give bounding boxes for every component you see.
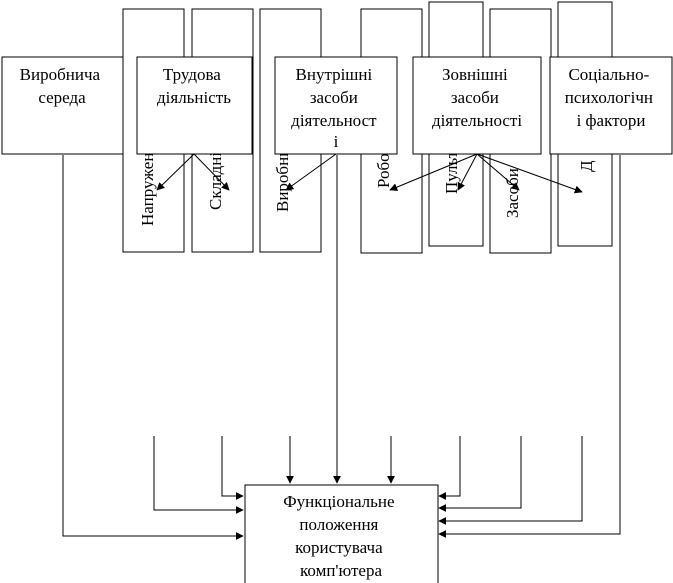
sotsialno-line-1: Соціально- — [568, 65, 649, 84]
vnutrishni-line-4: і — [334, 132, 339, 151]
vyrobnycha-sereda-line-2: середа — [38, 88, 86, 107]
zovnishni-line-2: засоби — [451, 88, 499, 107]
connector-zasoby — [438, 436, 522, 512]
svg-text:Функціональне положення: Функціональне положення користувача комп… — [283, 492, 399, 580]
arrow-trudova-to-skladnist — [193, 153, 230, 191]
zovnishni-line-3: діятельності — [432, 111, 522, 130]
column-label-pult: Пульт — [442, 150, 461, 194]
svg-text:Виробнича середа: Виробнича середа — [20, 65, 105, 107]
bottom-box-line-1: Функціональне — [283, 492, 394, 511]
fanout-arrows — [156, 153, 583, 194]
connector-skladnist — [221, 436, 244, 500]
arrow-zovnishni-to-robochi — [389, 153, 478, 191]
zovnishni-line-1: Зовнішні — [442, 65, 508, 84]
top-box-zovnishni-zasoby: Зовнішні засоби діятельності — [412, 56, 542, 155]
connector-napruzhenist — [153, 436, 244, 514]
bottom-box-funktsionalne-polozhennia: Функціональне положення користувача комп… — [244, 484, 439, 583]
connector-lines — [62, 155, 621, 540]
vnutrishni-line-3: діятельност — [291, 111, 377, 130]
vnutrishni-line-1: Внутрішні — [296, 65, 373, 84]
bottom-box-line-3: користувача — [295, 538, 383, 557]
arrow-vnutrishni-to-vyrobnychi — [285, 153, 337, 191]
connector-dodatkovi — [438, 436, 583, 525]
sotsialno-line-2: психологічн — [565, 88, 653, 107]
svg-text:Зовнішні засоби ді: Зовнішні засоби діятельності — [432, 65, 522, 130]
top-box-trudova-diialnist: Трудова діяльність — [136, 56, 253, 155]
arrow-zovnishni-to-pult — [457, 153, 478, 191]
column-label-dodatkovi: Д — [577, 160, 596, 172]
svg-text:Соціально- психологічн: Соціально- психологічн і фактори — [565, 65, 657, 130]
vyrobnycha-sereda-line-1: Виробнича — [20, 65, 101, 84]
bottom-box-line-4: комп'ютера — [300, 561, 382, 580]
svg-text:Трудова діяльність: Трудова діяльність — [157, 65, 231, 107]
top-box-vnutrishni-zasoby: Внутрішні засоби діятельност і — [274, 56, 398, 155]
connector-vyrobnycha-sereda — [62, 155, 244, 540]
top-box-sotsialno-psykholohichni: Соціально- психологічн і фактори — [549, 56, 673, 155]
trudova-diialnist-line-1: Трудова — [163, 65, 221, 84]
svg-text:Внутрішні засоби д: Внутрішні засоби діятельност і — [291, 65, 381, 151]
arrow-zovnishni-to-dodatkovi — [476, 153, 583, 194]
vnutrishni-line-2: засоби — [310, 88, 358, 107]
column-label-zasoby: Засоби — [503, 168, 522, 218]
arrow-trudova-to-napruzhenist — [156, 153, 195, 191]
sotsialno-line-3: і фактори — [577, 111, 646, 130]
connector-pult — [438, 436, 461, 500]
connector-sotsialno — [438, 155, 621, 538]
top-box-vyrobnycha-sereda: Виробнича середа — [1, 56, 124, 155]
trudova-diialnist-line-2: діяльність — [157, 88, 231, 107]
bottom-box-line-2: положення — [299, 515, 378, 534]
arrow-zovnishni-to-zasoby — [476, 153, 520, 191]
